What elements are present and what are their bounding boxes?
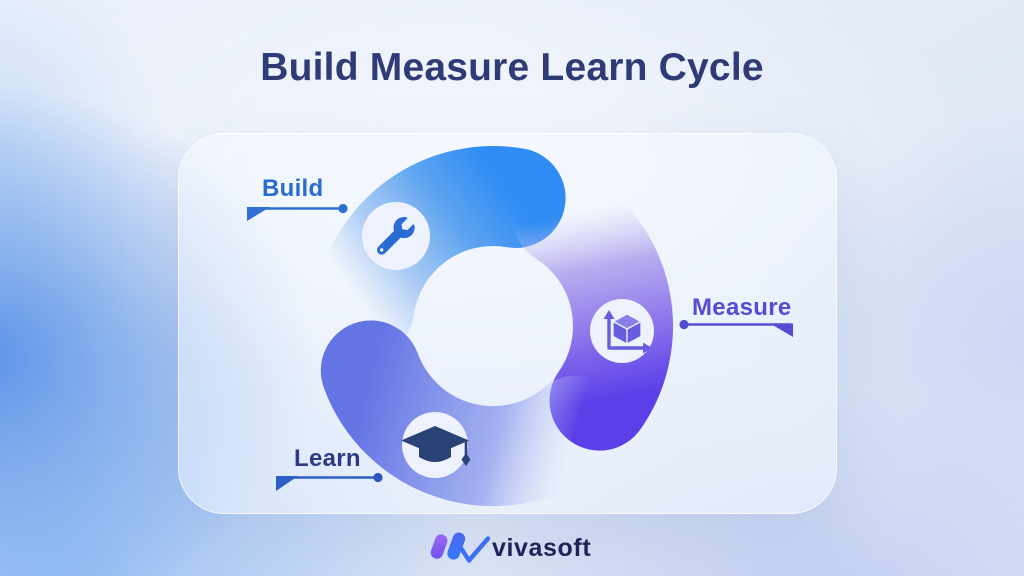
learn-connector-triangle	[276, 476, 298, 491]
page-title: Build Measure Learn Cycle	[260, 46, 764, 89]
learn-arc-segment	[320, 320, 627, 507]
learn-label: Learn	[294, 445, 361, 472]
wrench-icon	[376, 217, 415, 255]
build-label: Build	[262, 175, 324, 202]
measure-label: Measure	[692, 294, 792, 321]
graduation-cap-icon	[401, 426, 471, 466]
learn-connector-dot	[373, 472, 383, 483]
build-connector	[247, 203, 348, 221]
build-connector-dot	[338, 203, 348, 214]
measure-connector	[679, 319, 793, 337]
build-connector-triangle	[247, 207, 270, 221]
cube-axes-icon	[603, 310, 652, 354]
measure-connector-triangle	[770, 323, 793, 337]
vivasoft-w-mark-icon	[430, 532, 491, 563]
vivasoft-logo-text: vivasoft	[492, 534, 592, 562]
learn-connector	[276, 472, 383, 491]
